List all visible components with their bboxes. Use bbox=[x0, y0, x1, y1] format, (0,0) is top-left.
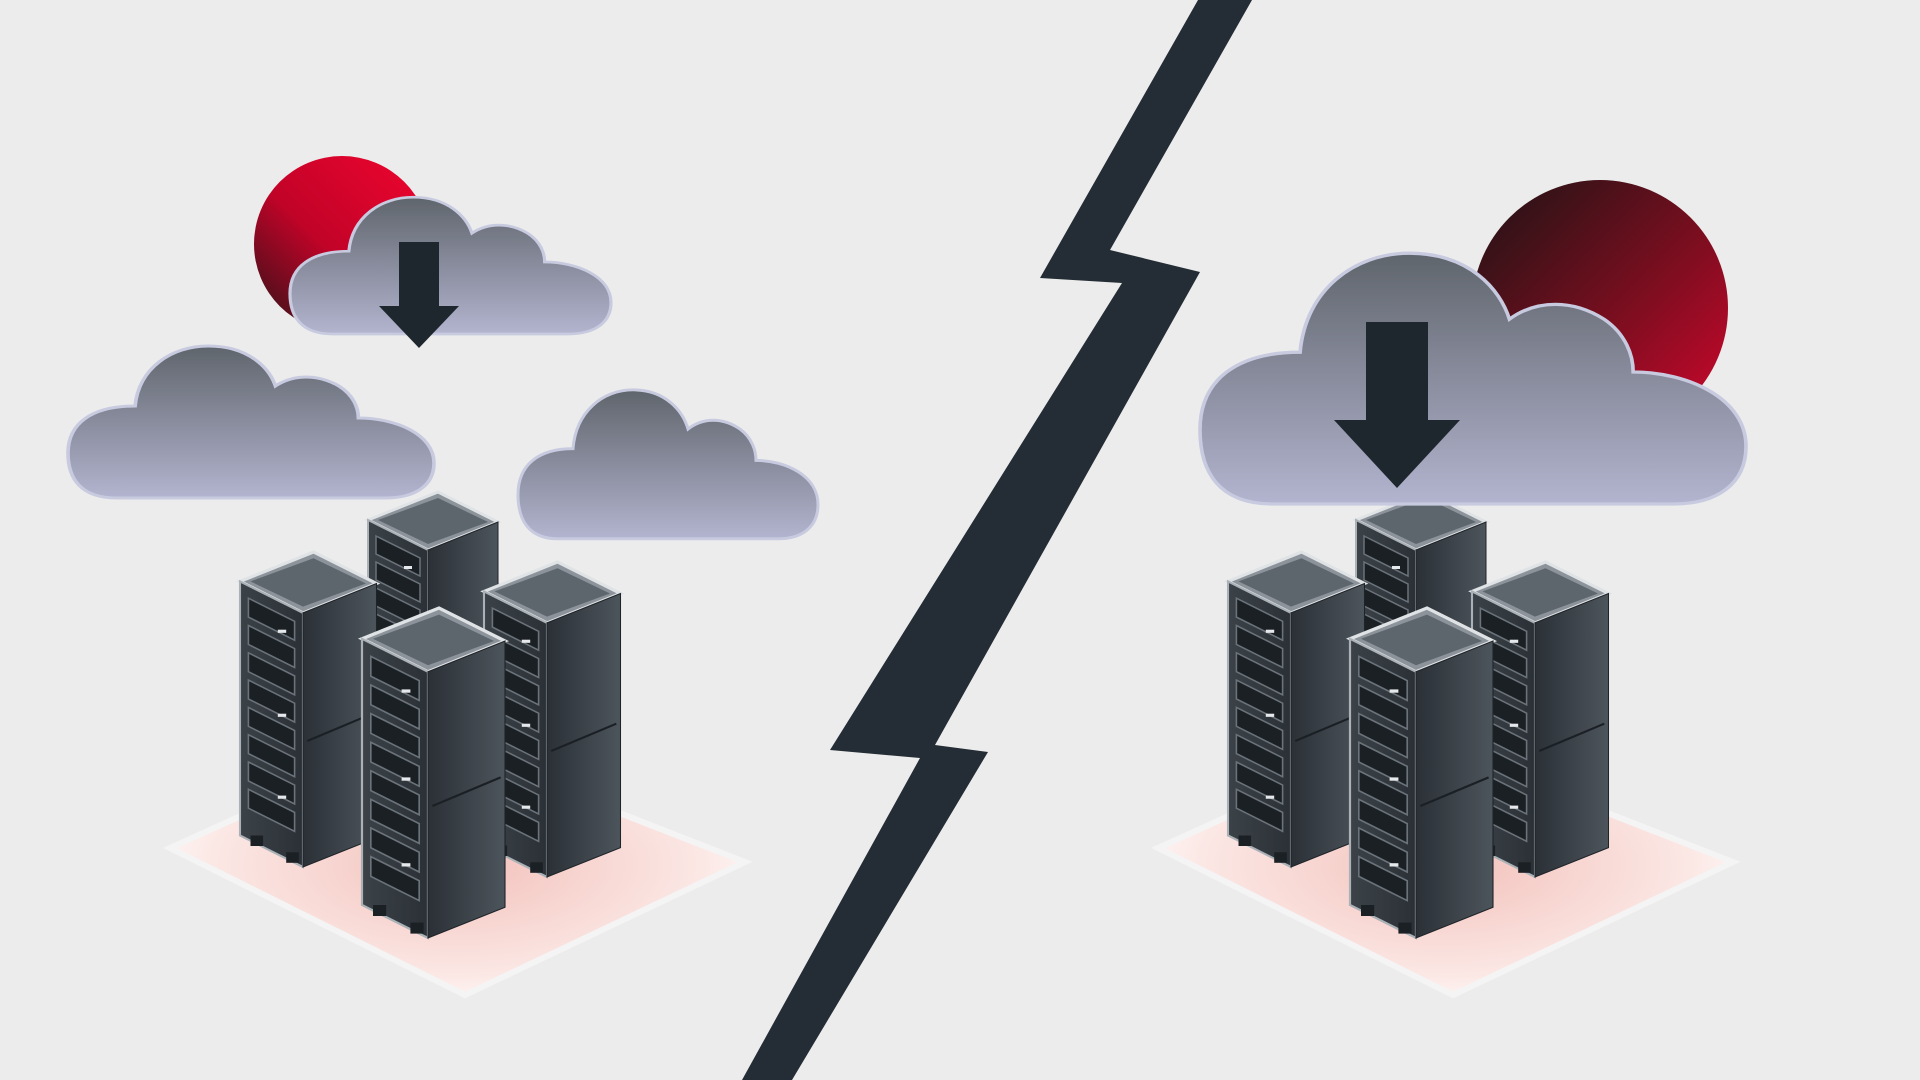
server-rack-icon bbox=[360, 606, 507, 940]
server-rack-icon bbox=[238, 550, 379, 869]
download-arrow-icon bbox=[1334, 322, 1460, 488]
server-rack-icon bbox=[1348, 606, 1495, 940]
download-arrow-icon bbox=[379, 242, 459, 348]
lightning-bolt-icon bbox=[742, 0, 1252, 1080]
cloud-icon bbox=[66, 344, 436, 500]
left-scene bbox=[66, 156, 820, 999]
right-scene bbox=[1151, 180, 1748, 999]
cloud-icon bbox=[516, 388, 820, 541]
server-rack-icon bbox=[1226, 550, 1367, 869]
